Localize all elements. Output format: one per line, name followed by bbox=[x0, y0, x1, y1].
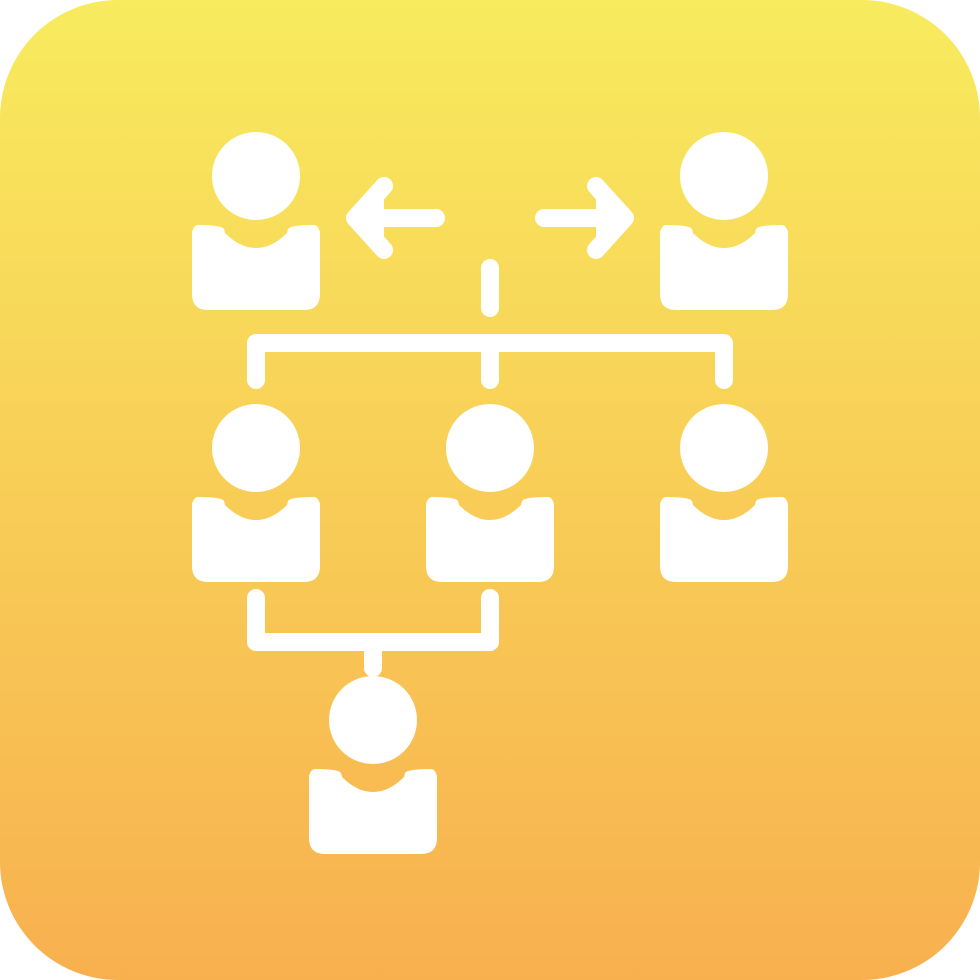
lower-connector-lines bbox=[247, 589, 499, 677]
arrow-right-icon bbox=[535, 177, 634, 259]
arrow-left-icon bbox=[346, 177, 445, 259]
upper-connector-lines bbox=[247, 259, 733, 389]
